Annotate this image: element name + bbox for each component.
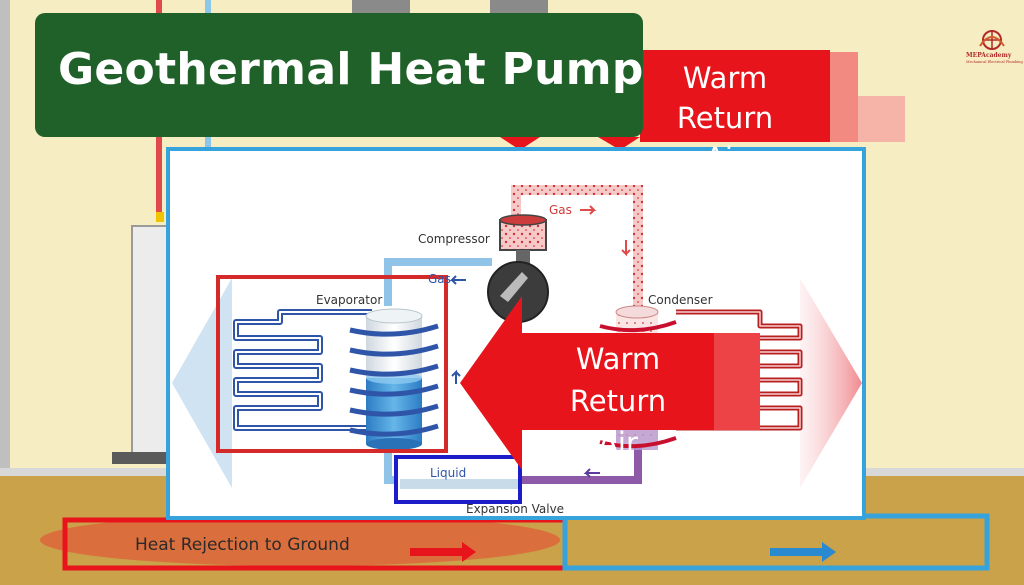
logo-tagline: Mechanical Electrical Plumbing	[966, 60, 1023, 64]
warm-return-air-center-label: Warm Return Air	[528, 338, 708, 464]
compressor-label: Compressor	[418, 232, 490, 246]
page-title: Geothermal Heat Pump	[58, 44, 644, 95]
condenser-label: Condenser	[648, 293, 713, 307]
evaporator-highlight-box	[216, 275, 448, 453]
title-banner	[35, 13, 643, 137]
warm-return-air-center-line2: Air	[598, 426, 638, 460]
liquid-label: Liquid	[430, 466, 467, 480]
flow-arrow-icon	[410, 542, 476, 562]
warm-return-air-center-line1: Warm Return	[569, 342, 667, 418]
evaporator-coil-icon	[233, 308, 439, 450]
expansion-valve-label: Expansion Valve	[466, 502, 565, 516]
warm-air-arrow-icon	[640, 50, 905, 142]
refrigerant-loop	[384, 185, 643, 489]
logo-icon	[979, 30, 1005, 50]
evaporator-label: Evaporator	[316, 293, 383, 307]
heat-rejection-label: Heat Rejection to Ground	[135, 535, 350, 555]
flow-arrow-icon	[770, 542, 836, 562]
condenser-warm-air-arrow-icon	[800, 278, 862, 488]
liquid-highlight-box	[394, 455, 522, 504]
warm-return-air-top-label: Warm Return Air	[640, 58, 810, 178]
warm-return-air-top-line2: Air	[705, 141, 745, 175]
logo-name: MEPAcademy	[966, 52, 1012, 59]
gas-top-label: Gas	[549, 203, 572, 217]
warm-air-center-arrow-icon	[460, 296, 760, 470]
gas-left-label: Gas	[428, 272, 451, 286]
compressor-icon	[487, 214, 549, 323]
warm-return-air-top-line1: Warm Return	[676, 61, 774, 135]
